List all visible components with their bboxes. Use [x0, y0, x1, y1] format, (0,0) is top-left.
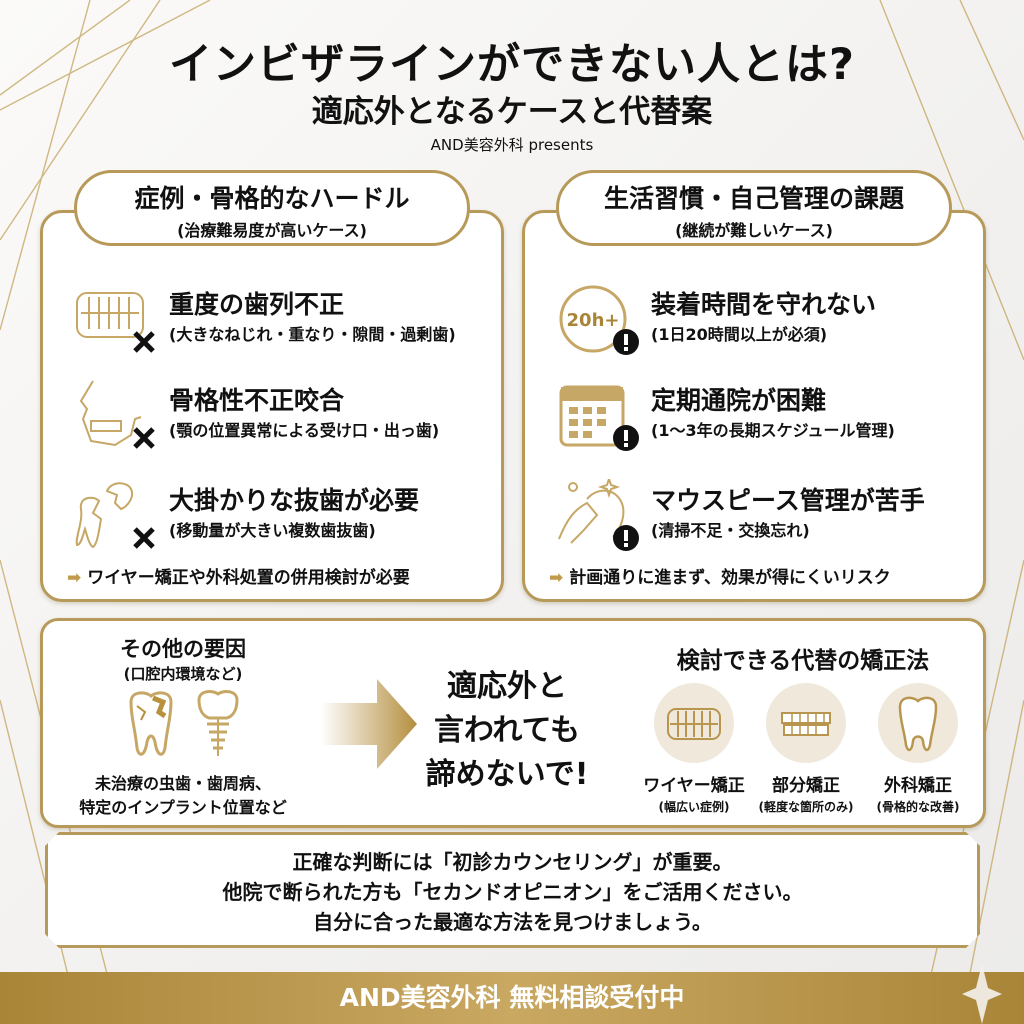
exclamation-icon: [613, 525, 639, 551]
item-desc: (移動量が大きい複数歯抜歯): [169, 521, 376, 540]
right-panel: 20h+ 装着時間を守れない (1日20時間以上が必須) 定期通院が困難 (1〜…: [522, 210, 986, 602]
surgical-tooth-icon: [898, 696, 938, 752]
calendar-icon: [559, 385, 625, 447]
arrow-right-icon: ➡: [67, 568, 82, 588]
arrow-right-icon: ➡: [549, 568, 564, 588]
svg-text:20h+: 20h+: [567, 310, 620, 331]
clock-20h-icon: 20h+: [559, 285, 627, 353]
jaw-profile-icon: [79, 380, 142, 447]
item-title: 重度の歯列不正: [169, 290, 345, 319]
advice-message-box: 正確な判断には「初診カウンセリング」が重要。 他院で断られた方も「セカンドオピニ…: [45, 832, 980, 948]
decayed-tooth-icon: [129, 691, 173, 756]
implant-icon: [197, 690, 239, 756]
alternative-partial: 部分矯正 (軽度な箇所のみ): [751, 683, 861, 815]
exclamation-icon: [613, 329, 639, 355]
arrow-right-icon: [321, 679, 417, 769]
item-title: 大掛かりな抜歯が必要: [169, 486, 420, 515]
right-panel-heading: 生活習慣・自己管理の課題 (継続が難しいケース): [556, 170, 952, 246]
footer-banner[interactable]: AND美容外科 無料相談受付中: [0, 972, 1024, 1024]
tooth-extraction-icon: [75, 482, 133, 549]
partial-braces-icon: [781, 712, 831, 736]
item-title: 装着時間を守れない: [651, 290, 877, 319]
encouragement-message: 適応外と 言われても 諦めないで!: [425, 669, 589, 792]
bottom-panel: その他の要因 (口腔内環境など) 未治療の虫歯・歯周病、 特定のインプラント位置…: [40, 618, 986, 828]
sparkle-icon: [962, 964, 1002, 1024]
item-desc: (1日20時間以上が必須): [651, 325, 828, 344]
left-panel: 重度の歯列不正 (大きなねじれ・重なり・隙間・過剰歯) 骨格性不正咬合 (顎の位…: [40, 210, 504, 602]
item-desc: (大きなねじれ・重なり・隙間・過剰歯): [169, 325, 456, 344]
item-title: 骨格性不正咬合: [169, 386, 345, 415]
left-panel-note: ➡ワイヤー矯正や外科処置の併用検討が必要: [67, 568, 410, 588]
alternative-wire: ワイヤー矯正 (幅広い症例): [639, 683, 749, 815]
exclamation-icon: [613, 425, 639, 451]
left-panel-heading: 症例・骨格的なハードル (治療難易度が高いケース): [74, 170, 470, 246]
x-mark-icon: [133, 527, 155, 549]
wire-braces-icon: [667, 708, 721, 740]
item-desc: (清掃不足・交換忘れ): [651, 521, 810, 540]
x-mark-icon: [133, 427, 155, 449]
page-subtitle: 適応外となるケースと代替案: [311, 94, 713, 130]
page-title: インビザラインができない人とは?: [169, 40, 855, 90]
right-panel-note: ➡計画通りに進まず、効果が得にくいリスク: [549, 568, 891, 588]
item-desc: (1〜3年の長期スケジュール管理): [651, 421, 895, 440]
alternatives-heading: 検討できる代替の矯正法: [676, 648, 930, 674]
x-mark-icon: [133, 331, 155, 353]
teeth-icon: [76, 292, 144, 338]
item-title: マウスピース管理が苦手: [651, 486, 925, 515]
other-factors: その他の要因 (口腔内環境など) 未治療の虫歯・歯周病、 特定のインプラント位置…: [79, 637, 287, 817]
alternative-surgical: 外科矯正 (骨格的な改善): [863, 683, 973, 815]
item-desc: (顎の位置異常による受け口・出っ歯): [169, 421, 440, 440]
presenter-label: AND美容外科 presents: [430, 136, 594, 154]
item-title: 定期通院が困難: [651, 386, 827, 415]
